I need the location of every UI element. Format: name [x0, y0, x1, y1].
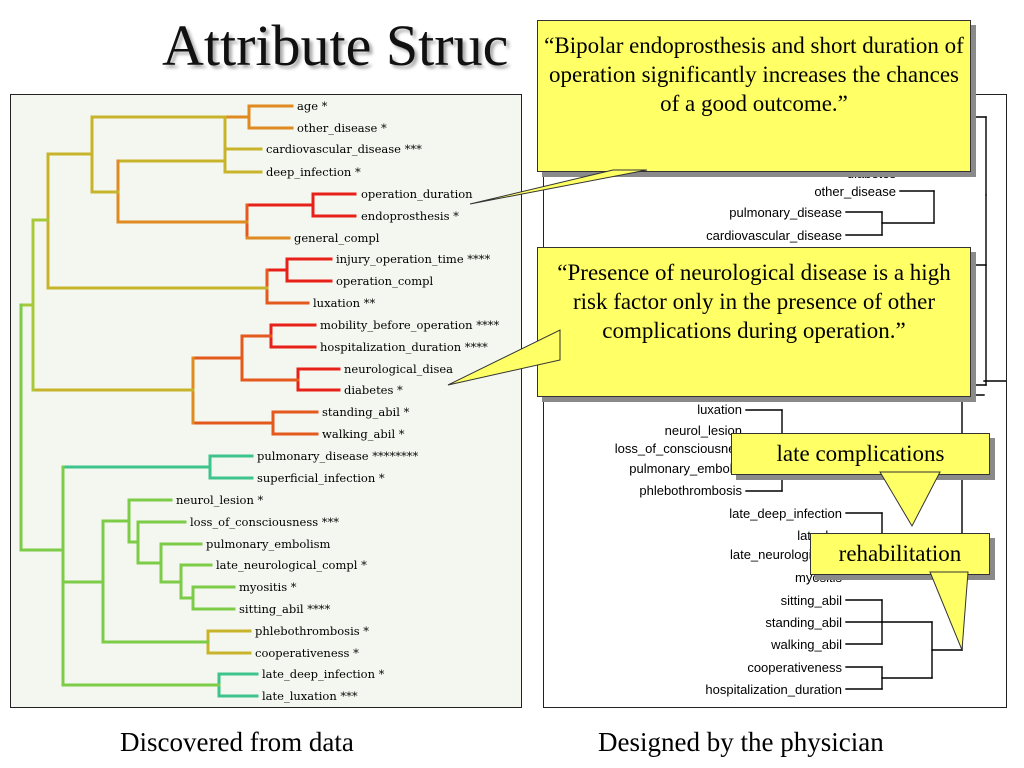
designed-leaf-phlebothrombosis: phlebothrombosis: [639, 483, 742, 498]
designed-leaf-pulmonary-disease: pulmonary_disease: [729, 205, 842, 220]
designed-leaf-walking-abil: walking_abil: [770, 637, 842, 652]
designed-leaf-pulmonary-embolism: pulmonary_embolis: [629, 461, 742, 476]
leaf-mobility-before-operation: mobility_before_operation ****: [320, 318, 499, 332]
designed-tree-edges: [745, 116, 1006, 690]
designed-leaf-late-deep-infection: late_deep_infection: [729, 506, 842, 521]
leaf-phlebothrombosis: phlebothrombosis *: [255, 624, 369, 638]
leaf-late-neurological-compl: late_neurological_compl *: [216, 558, 367, 572]
leaf-hospitalization-duration: hospitalization_duration ****: [320, 340, 488, 354]
designed-leaf-loss-of-consciousness: loss_of_consciousnes: [615, 441, 743, 456]
leaf-neurological-disease: neurological_disea: [344, 362, 453, 376]
quote2-pointer: [447, 329, 561, 386]
designed-leaf-cooperativeness: cooperativeness: [747, 660, 842, 675]
caption-discovered: Discovered from data: [120, 727, 354, 757]
quote1-pointer: [469, 169, 648, 205]
discovered-tree-panel: age * other_disease * cardiovascular_dis…: [10, 94, 522, 708]
quote-bipolar-endoprosthesis: “Bipolar endoprosthesis and short durati…: [537, 20, 971, 172]
quote-neurological-disease: “Presence of neurological disease is a h…: [537, 247, 971, 397]
leaf-general-compl: general_compl: [294, 231, 380, 245]
leaf-myositis: myositis *: [239, 580, 297, 594]
leaf-late-luxation: late_luxation ***: [262, 689, 358, 703]
late-complications-label: late complications: [731, 433, 990, 475]
designed-leaf-sitting-abil: sitting_abil: [781, 593, 843, 608]
leaf-endoprosthesis: endoprosthesis *: [361, 209, 459, 223]
leaf-deep-infection: deep_infection *: [266, 165, 361, 179]
leaf-loss-of-consciousness: loss_of_consciousness ***: [190, 515, 339, 529]
designed-tree-diagram: diabetes other_disease pulmonary_disease…: [615, 116, 1006, 697]
designed-leaf-luxation: luxation: [697, 402, 742, 417]
designed-leaf-neurol-lesion: neurol_lesion: [665, 423, 742, 438]
caption-designed: Designed by the physician: [598, 727, 884, 757]
leaf-sitting-abil: sitting_abil ****: [239, 602, 330, 616]
leaf-luxation: luxation **: [313, 296, 375, 310]
leaf-age: age *: [297, 99, 328, 113]
designed-leaf-other-disease: other_disease: [814, 184, 896, 199]
late-complications-pointer: [879, 471, 941, 528]
rehabilitation-label: rehabilitation: [810, 533, 990, 575]
discovered-tree-edges: [19, 104, 357, 698]
leaf-other-disease: other_disease *: [297, 121, 387, 135]
leaf-operation-duration: operation_duration: [361, 187, 473, 201]
leaf-superficial-infection: superficial_infection *: [257, 471, 385, 485]
discovered-tree-diagram: age * other_disease * cardiovascular_dis…: [19, 99, 499, 703]
slide-title: Attribute Struc: [162, 13, 509, 78]
leaf-cardiovascular-disease: cardiovascular_disease ***: [266, 142, 422, 156]
designed-leaf-standing-abil: standing_abil: [765, 615, 842, 630]
leaf-cooperativeness: cooperativeness *: [255, 646, 359, 660]
leaf-diabetes: diabetes *: [344, 383, 403, 397]
leaf-pulmonary-embolism: pulmonary_embolism: [206, 537, 331, 551]
leaf-pulmonary-disease: pulmonary_disease ********: [257, 449, 418, 463]
leaf-late-deep-infection: late_deep_infection *: [262, 667, 385, 681]
designed-leaf-cardiovascular-disease: cardiovascular_disease: [706, 228, 842, 243]
rehabilitation-pointer: [929, 571, 969, 651]
leaf-operation-compl: operation_compl: [336, 274, 433, 288]
designed-leaf-hospitalization-duration: hospitalization_duration: [705, 682, 842, 697]
leaf-standing-abil: standing_abil *: [322, 405, 410, 419]
leaf-walking-abil: walking_abil *: [322, 427, 405, 441]
leaf-neurol-lesion: neurol_lesion *: [176, 493, 264, 507]
leaf-injury-operation-time: injury_operation_time ****: [336, 252, 491, 266]
designed-tree-panel: diabetes other_disease pulmonary_disease…: [543, 94, 1007, 708]
